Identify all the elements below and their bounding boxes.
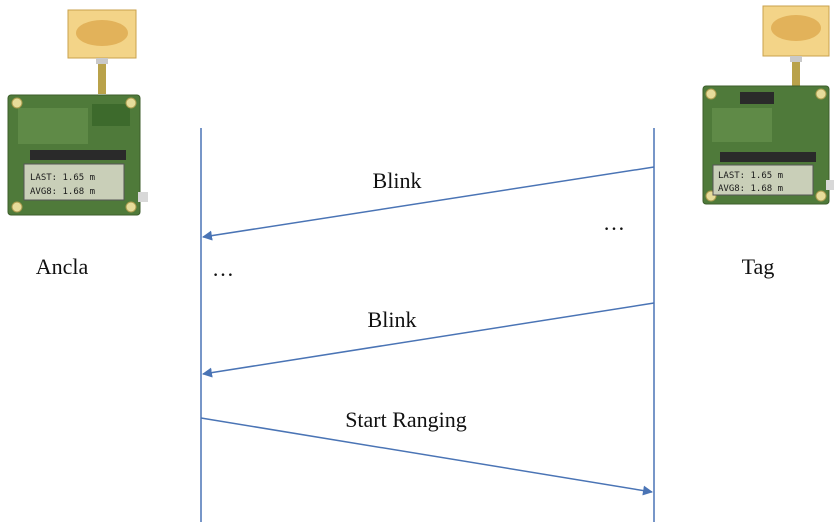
- tag-lcd-line2: AVG8: 1.68 m: [718, 184, 783, 194]
- ancla-lcd-line2: AVG8: 1.68 m: [30, 187, 95, 197]
- message-arrow-2: [202, 302, 655, 378]
- tag-device-image: LAST: 1.65 m AVG8: 1.68 m: [702, 5, 834, 205]
- ellipsis-left: …: [212, 256, 234, 281]
- ancla-lcd-line1: LAST: 1.65 m: [30, 173, 95, 183]
- message-label-3: Start Ranging: [345, 407, 467, 432]
- message-arrow-3: [200, 417, 653, 496]
- message-arrow-1: [202, 166, 655, 241]
- ancla-device-image: LAST: 1.65 m AVG8: 1.68 m: [7, 9, 148, 216]
- ancla-label: Ancla: [36, 254, 89, 279]
- message-label-1: Blink: [373, 168, 422, 193]
- tag-lcd-line1: LAST: 1.65 m: [718, 171, 783, 181]
- message-label-2: Blink: [368, 307, 417, 332]
- tag-label: Tag: [742, 254, 775, 279]
- ellipsis-right: …: [603, 210, 625, 235]
